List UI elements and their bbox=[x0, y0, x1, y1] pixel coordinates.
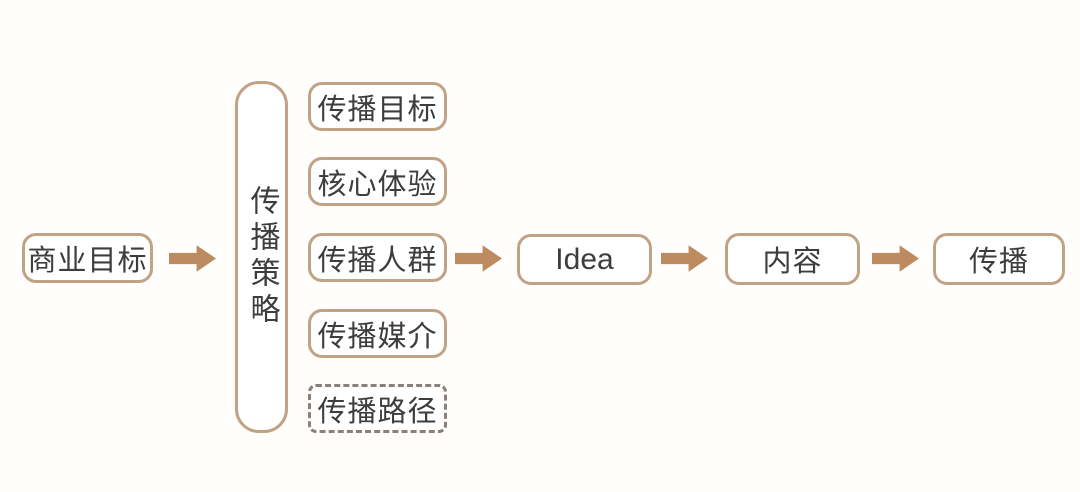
node-content-label: 内容 bbox=[762, 246, 823, 278]
arrow-right-icon bbox=[169, 245, 216, 272]
node-strategy-item-core-experience: 核心体验 bbox=[308, 157, 447, 206]
strategy-item-label: 传播媒介 bbox=[317, 320, 438, 353]
node-strategy-item-goal: 传播目标 bbox=[308, 82, 447, 131]
strategy-item-label: 核心体验 bbox=[317, 168, 438, 201]
node-strategy-item-audience: 传播人群 bbox=[308, 233, 447, 282]
node-spread: 传播 bbox=[933, 233, 1065, 285]
arrow-right-icon bbox=[455, 245, 502, 272]
strategy-item-label: 传播目标 bbox=[317, 93, 438, 126]
node-idea: Idea bbox=[517, 234, 652, 285]
node-strategy-item-media: 传播媒介 bbox=[308, 309, 447, 358]
strategy-item-label: 传播人群 bbox=[317, 244, 438, 277]
node-business-goal: 商业目标 bbox=[22, 233, 153, 283]
node-strategy-item-path: 传播路径 bbox=[308, 384, 447, 433]
arrow-right-icon bbox=[661, 245, 708, 272]
node-content: 内容 bbox=[725, 233, 860, 285]
strategy-item-label: 传播路径 bbox=[317, 395, 438, 428]
node-strategy: 传播策略 bbox=[235, 81, 288, 433]
node-strategy-label: 传播策略 bbox=[245, 185, 279, 329]
node-idea-label: Idea bbox=[555, 242, 614, 276]
arrow-right-icon bbox=[872, 245, 919, 272]
node-business-goal-label: 商业目标 bbox=[27, 245, 148, 277]
node-spread-label: 传播 bbox=[968, 246, 1029, 278]
